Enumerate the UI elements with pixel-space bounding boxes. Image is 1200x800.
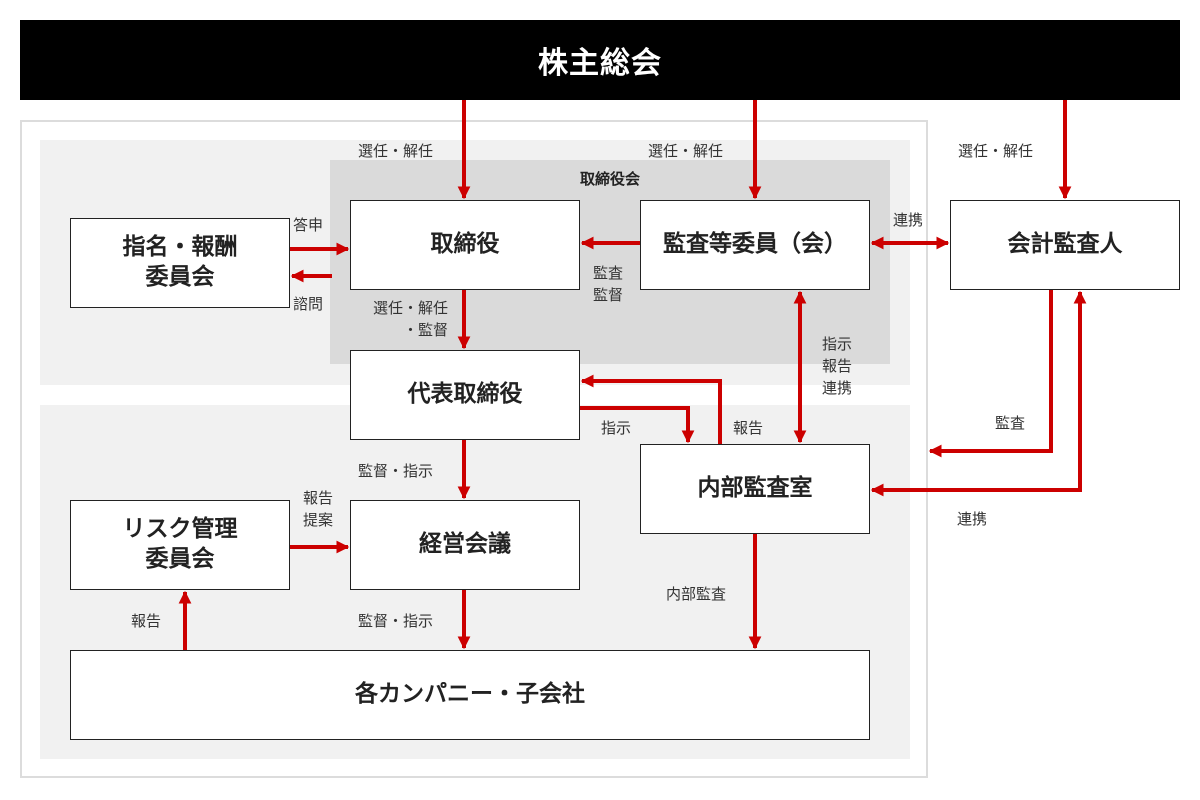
arrow-internal-audit-to-accounting-auditor [870, 290, 1087, 497]
label-report-internal: 報告 [733, 419, 764, 437]
label-collab-audit-auditor: 連携 [893, 211, 924, 229]
label-internal-audit: 内部監査 [666, 585, 727, 603]
arrow-internal-audit-to-representative [580, 374, 722, 444]
nomination-remuneration-committee: 指名・報酬 委員会 [70, 218, 290, 308]
label-audit: 監査 [995, 414, 1026, 432]
label-collab-internal-auditor: 連携 [957, 510, 988, 528]
label-audit-supervise: 監査 監督 [593, 264, 624, 304]
label-instruct: 指示 [601, 419, 632, 437]
management-meeting-box: 経営会議 [350, 500, 580, 590]
subsidiaries-box: 各カンパニー・子会社 [70, 650, 870, 740]
label-consult: 諮問 [293, 295, 324, 313]
label-report-answer: 答申 [293, 216, 324, 234]
arrow-accounting-auditor-audit [928, 290, 1053, 458]
arrow-representative-to-internal-audit [580, 406, 695, 444]
label-instruct-report-collab: 指示 報告 連携 [822, 335, 853, 397]
label-report-propose: 報告 提案 [303, 489, 334, 529]
label-supervise-instruct-1: 監督・指示 [358, 462, 434, 480]
label-elect-dismiss-directors: 選任・解任 [358, 142, 434, 160]
board-panel-title: 取締役会 [579, 170, 640, 188]
label-elect-dismiss-auditor: 選任・解任 [958, 142, 1034, 160]
label-elect-dismiss-supervise: 選任・解任 ・監督 [372, 299, 448, 339]
accounting-auditor-box: 会計監査人 [950, 200, 1180, 290]
label-report-risk: 報告 [131, 612, 162, 630]
audit-committee-box: 監査等委員（会） [640, 200, 870, 290]
label-supervise-instruct-2: 監督・指示 [358, 612, 434, 630]
risk-management-committee-box: リスク管理 委員会 [70, 500, 290, 590]
internal-audit-office-box: 内部監査室 [640, 444, 870, 534]
representative-director-box: 代表取締役 [350, 350, 580, 440]
shareholders-meeting: 株主総会 [20, 20, 1180, 100]
label-elect-dismiss-audit: 選任・解任 [648, 142, 724, 160]
directors-box: 取締役 [350, 200, 580, 290]
